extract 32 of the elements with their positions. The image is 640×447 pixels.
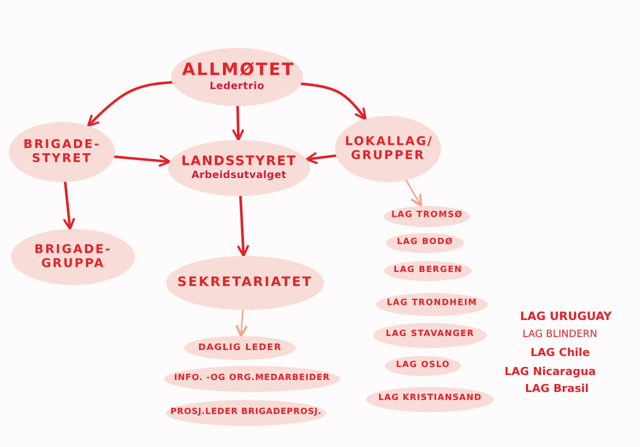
node-title: ALLMØTET <box>182 61 292 81</box>
node-title: LANDSSTYRET <box>181 154 297 170</box>
arrow <box>237 194 249 258</box>
arrow <box>86 81 174 128</box>
arrow <box>236 309 248 338</box>
node-title: LAG TROMSØ <box>391 211 463 221</box>
arrow <box>305 152 338 164</box>
arrow <box>63 180 75 230</box>
arrow <box>113 155 172 167</box>
group-name: LAG Chile <box>530 346 590 358</box>
node-title: DAGLIG LEDER <box>198 342 282 354</box>
node-title: LAG STAVANGER <box>386 330 474 340</box>
node-title: INFO. -OG ORG.MEDARBEIDER <box>174 374 330 384</box>
node-title: LAG TRONDHEIM <box>386 299 478 309</box>
node-subtitle: Arbeidsutvalget <box>192 170 286 182</box>
node-title: LAG KRISTIANSAND <box>378 394 482 404</box>
node-title: BRIGADE- STYRET <box>22 138 102 166</box>
arrow <box>300 82 367 120</box>
group-name: LAG Brasil <box>525 382 589 394</box>
group-name: LAG Nicaragua <box>504 364 596 378</box>
arrow <box>405 179 422 207</box>
node-title: BRIGADE- GRUPPA <box>33 243 113 271</box>
node-title: LAG BERGEN <box>394 266 462 276</box>
node-title: PROSJ.LEDER BRIGADEPROSJ. <box>170 408 322 418</box>
node-subtitle: Ledertrio <box>210 81 264 93</box>
node-title: SEKRETARIATET <box>177 276 313 290</box>
node-title: LAG OSLO <box>396 361 450 371</box>
group-name: LAG BLINDERN <box>522 328 598 340</box>
node-title: LAG BODØ <box>396 238 454 248</box>
group-name: LAG URUGUAY <box>520 309 612 323</box>
node-title: LOKALLAG/ GRUPPER <box>345 135 431 163</box>
arrow <box>232 104 244 142</box>
